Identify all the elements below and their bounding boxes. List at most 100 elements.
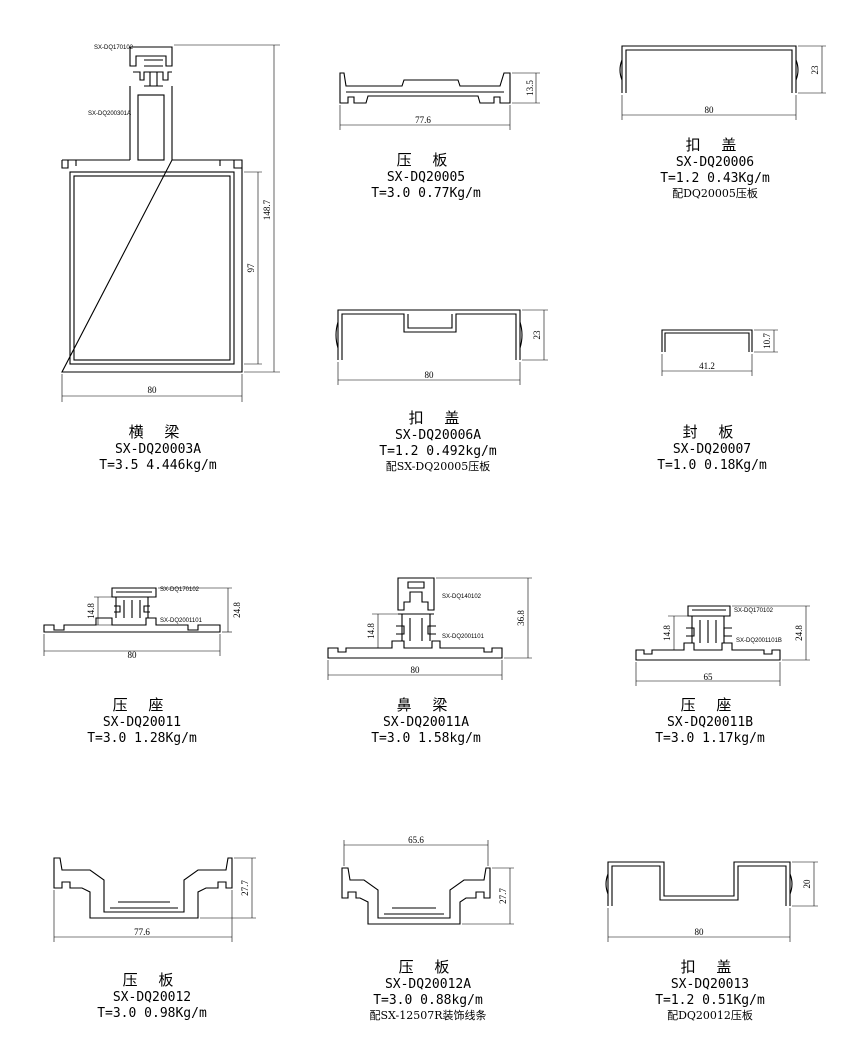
profile-5-code: SX-DQ20011 <box>103 715 181 730</box>
profile-5-spec: T=3.0 1.28Kg/m <box>87 731 197 746</box>
profile-7-name: 压 座 <box>681 696 740 714</box>
profile-4-name: 封 板 <box>683 423 742 441</box>
profile-1-dim-0: 77.6 <box>415 115 431 125</box>
profile-0-code: SX-DQ20003A <box>115 442 201 457</box>
profile-8-dim-1: 27.7 <box>240 880 250 896</box>
profile-3-dims <box>337 309 548 385</box>
profile-5-name: 压 座 <box>113 696 172 714</box>
profile-0-dims <box>61 44 280 402</box>
profile-7-dim-0: 65 <box>704 672 714 682</box>
profile-6-nose-beam: 80 14.8 36.8 SX-DQ140102 SX-DQ2001101 鼻 … <box>327 577 532 746</box>
profile-7-dim-1: 14.8 <box>662 625 672 641</box>
profile-6-shape <box>327 577 503 659</box>
profile-7-caption: 压 座 SX-DQ20011B T=3.0 1.17kg/m <box>655 696 765 746</box>
profile-9-caption: 压 板 SX-DQ20012A T=3.0 0.88kg/m 配SX-12507… <box>370 958 487 1022</box>
profile-2-caption: 扣 盖 SX-DQ20006 T=1.2 0.43Kg/m 配DQ20005压板 <box>660 136 770 200</box>
profile-1-spec: T=3.0 0.77Kg/m <box>371 186 481 201</box>
profile-1-press-plate: 77.6 13.5 压 板 SX-DQ20005 T=3.0 0.77Kg/m <box>339 72 540 201</box>
profile-8-shape <box>53 857 233 919</box>
profile-8-caption: 压 板 SX-DQ20012 T=3.0 0.98Kg/m <box>97 971 207 1021</box>
profile-10-note: 配DQ20012压板 <box>667 1008 753 1022</box>
profile-2-shape <box>619 45 799 93</box>
profile-8-name: 压 板 <box>123 971 182 989</box>
profile-7-code: SX-DQ20011B <box>667 715 753 730</box>
profile-7-dims <box>635 605 810 686</box>
profile-6-dims <box>327 577 532 680</box>
profile-3-dim-1: 23 <box>532 330 542 340</box>
profile-10-code: SX-DQ20013 <box>671 977 749 992</box>
profile-10-dim-0: 80 <box>695 927 705 937</box>
profile-0-dim-2: 148.7 <box>262 199 272 220</box>
profile-9-note: 配SX-12507R装饰线条 <box>370 1008 487 1022</box>
profile-3-name: 扣 盖 <box>409 409 468 427</box>
profile-6-code: SX-DQ20011A <box>383 715 469 730</box>
profile-9-dim-1: 27.7 <box>498 888 508 904</box>
profile-2-spec: T=1.2 0.43Kg/m <box>660 171 770 186</box>
profile-1-caption: 压 板 SX-DQ20005 T=3.0 0.77Kg/m <box>371 151 481 201</box>
profile-6-dim-2: 36.8 <box>516 610 526 626</box>
profile-7-tag-1: SX-DQ2001101B <box>736 638 782 644</box>
profile-2-cover-cap: 80 23 扣 盖 SX-DQ20006 T=1.2 0.43Kg/m 配DQ2… <box>619 45 826 200</box>
profile-0-shape <box>61 46 243 373</box>
profile-5-caption: 压 座 SX-DQ20011 T=3.0 1.28Kg/m <box>87 696 197 746</box>
profile-4-caption: 封 板 SX-DQ20007 T=1.0 0.18Kg/m <box>657 423 767 473</box>
profile-9-shape <box>341 867 491 925</box>
profile-3-caption: 扣 盖 SX-DQ20006A T=1.2 0.492kg/m 配SX-DQ20… <box>379 409 497 473</box>
profile-2-code: SX-DQ20006 <box>676 155 754 170</box>
profile-10-caption: 扣 盖 SX-DQ20013 T=1.2 0.51Kg/m 配DQ20012压板 <box>655 958 765 1022</box>
profile-7-spec: T=3.0 1.17kg/m <box>655 731 765 746</box>
profile-2-dims <box>621 45 826 120</box>
profile-0-tag-0: SX-DQ170102 <box>94 45 134 51</box>
profile-0-name: 横 梁 <box>129 423 188 441</box>
profile-2-dim-1: 23 <box>810 65 820 75</box>
profile-7-press-seat: 65 14.8 24.8 SX-DQ170102 SX-DQ2001101B 压… <box>635 605 810 746</box>
profile-0-crossbeam: 80 97 148.7 SX-DQ170102 SX-DQ200301A 横 梁… <box>61 44 280 473</box>
profile-7-tag-0: SX-DQ170102 <box>734 608 774 614</box>
profile-4-dim-1: 10.7 <box>762 333 772 349</box>
profile-5-dims <box>43 587 232 656</box>
profile-4-spec: T=1.0 0.18Kg/m <box>657 458 767 473</box>
profile-7-dim-2: 24.8 <box>794 625 804 641</box>
profile-5-dim-2: 24.8 <box>232 602 242 618</box>
profile-6-dim-0: 80 <box>411 665 421 675</box>
profile-6-tag-0: SX-DQ140102 <box>442 594 482 600</box>
profile-4-dim-0: 41.2 <box>699 361 715 371</box>
profile-0-dim-0: 80 <box>148 385 158 395</box>
profile-8-dims <box>53 857 256 942</box>
profile-2-name: 扣 盖 <box>686 136 745 154</box>
profile-9-spec: T=3.0 0.88kg/m <box>373 993 483 1008</box>
profile-0-dim-1: 97 <box>246 263 256 273</box>
profile-6-caption: 鼻 梁 SX-DQ20011A T=3.0 1.58kg/m <box>371 696 481 746</box>
profile-5-shape <box>43 587 221 633</box>
profile-10-spec: T=1.2 0.51Kg/m <box>655 993 765 1008</box>
profile-1-dims <box>339 72 540 130</box>
profile-0-tag-1: SX-DQ200301A <box>88 111 131 117</box>
profile-5-press-seat: 80 14.8 24.8 SX-DQ170102 SX-DQ2001101 压 … <box>43 587 242 746</box>
profile-3-cover-cap: 80 23 扣 盖 SX-DQ20006A T=1.2 0.492kg/m 配S… <box>335 309 548 473</box>
profile-6-tag-1: SX-DQ2001101 <box>442 634 485 640</box>
profile-9-dims <box>343 840 514 925</box>
profile-8-press-plate: 77.6 27.7 压 板 SX-DQ20012 T=3.0 0.98Kg/m <box>53 857 256 1021</box>
profile-2-note: 配DQ20005压板 <box>672 186 758 200</box>
profile-1-shape <box>339 72 511 104</box>
profile-4-shape <box>661 329 753 352</box>
profile-5-tag-1: SX-DQ2001101 <box>160 618 203 624</box>
profile-6-spec: T=3.0 1.58kg/m <box>371 731 481 746</box>
profile-3-code: SX-DQ20006A <box>395 428 481 443</box>
profile-9-code: SX-DQ20012A <box>385 977 471 992</box>
profile-1-code: SX-DQ20005 <box>387 170 465 185</box>
profile-2-dim-0: 80 <box>705 105 715 115</box>
profile-9-press-plate: 65.6 27.7 压 板 SX-DQ20012A T=3.0 0.88kg/m… <box>341 835 514 1022</box>
profile-5-tag-0: SX-DQ170102 <box>160 587 200 593</box>
profile-3-spec: T=1.2 0.492kg/m <box>379 444 497 459</box>
profile-4-seal-plate: 41.2 10.7 封 板 SX-DQ20007 T=1.0 0.18Kg/m <box>657 329 778 473</box>
profile-9-name: 压 板 <box>399 958 458 976</box>
profile-4-code: SX-DQ20007 <box>673 442 751 457</box>
profile-8-dim-0: 77.6 <box>134 927 150 937</box>
profile-1-name: 压 板 <box>397 151 456 169</box>
profile-8-code: SX-DQ20012 <box>113 990 191 1005</box>
profile-10-shape <box>605 861 793 906</box>
profile-4-dims <box>661 329 778 376</box>
profile-6-name: 鼻 梁 <box>397 696 456 714</box>
